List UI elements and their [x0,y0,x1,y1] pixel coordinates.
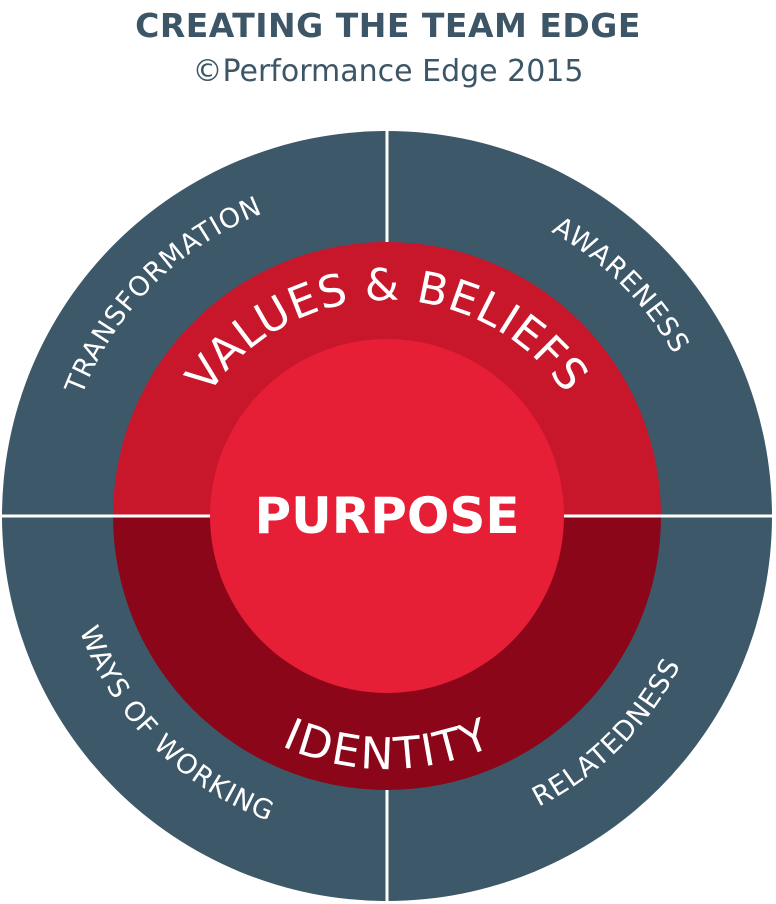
diagram-title: CREATING THE TEAM EDGE [135,6,641,45]
label-purpose: PURPOSE [254,487,519,545]
purpose-core [210,339,564,693]
copyright-subtitle: ©Performance Edge 2015 [192,54,584,89]
